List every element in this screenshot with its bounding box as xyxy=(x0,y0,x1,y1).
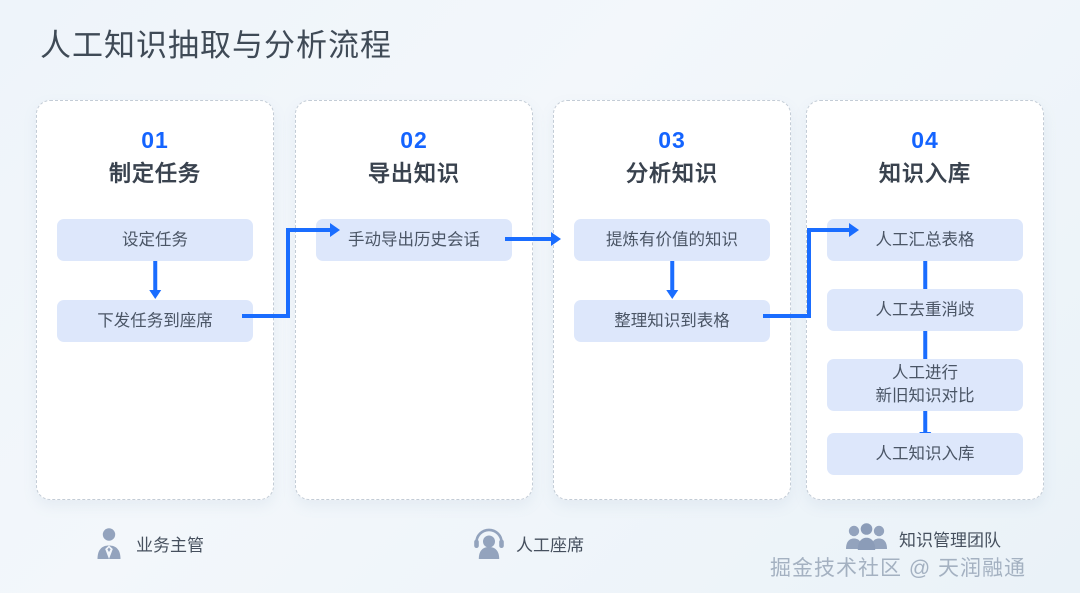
role-legend-human-agent: 人工座席 xyxy=(472,526,584,560)
step-connector-arrow xyxy=(670,261,674,291)
flow-connector-01-to-02 xyxy=(242,223,354,328)
stage-name-03: 分析知识 xyxy=(625,161,718,186)
person-suit-icon xyxy=(92,526,126,560)
stage-name-02: 导出知识 xyxy=(367,161,460,186)
step-box[interactable]: 设定任务 xyxy=(57,219,253,261)
step-box[interactable]: 人工去重消歧 xyxy=(827,289,1023,331)
stage-card-01: 01 制定任务 设定任务 下发任务到座席 xyxy=(36,100,274,500)
role-label: 知识管理团队 xyxy=(899,530,1001,550)
page-title: 人工知识抽取与分析流程 xyxy=(40,28,392,63)
headset-agent-icon xyxy=(472,526,506,560)
stage-card-04: 04 知识入库 人工汇总表格 人工去重消歧 人工进行 新旧知识对比 人工知识入库 xyxy=(806,100,1044,500)
step-box[interactable]: 手动导出历史会话 xyxy=(316,219,512,261)
role-label: 业务主管 xyxy=(136,535,204,555)
stage-card-02: 02 导出知识 手动导出历史会话 xyxy=(295,100,533,500)
step-box[interactable]: 人工进行 新旧知识对比 xyxy=(827,359,1023,411)
stage-card-03: 03 分析知识 提炼有价值的知识 整理知识到表格 xyxy=(553,100,791,500)
flow-connector-03-to-04 xyxy=(763,223,873,328)
step-connector-arrow xyxy=(153,261,157,291)
flow-connector-02-to-03 xyxy=(505,232,573,248)
role-label: 人工座席 xyxy=(516,535,584,555)
role-legend-knowledge-team: 知识管理团队 xyxy=(845,523,1001,553)
stage-number-01: 01 xyxy=(141,127,169,153)
step-box[interactable]: 提炼有价值的知识 xyxy=(574,219,770,261)
watermark: 掘金技术社区 @ 天润融通 xyxy=(770,557,1026,580)
step-box[interactable]: 下发任务到座席 xyxy=(57,300,253,342)
step-box[interactable]: 人工汇总表格 xyxy=(827,219,1023,261)
step-connector-line xyxy=(923,261,927,289)
step-box[interactable]: 整理知识到表格 xyxy=(574,300,770,342)
stage-number-04: 04 xyxy=(911,127,939,153)
stage-number-02: 02 xyxy=(400,127,428,153)
stage-name-01: 制定任务 xyxy=(108,161,201,186)
step-box[interactable]: 人工知识入库 xyxy=(827,433,1023,475)
stage-number-03: 03 xyxy=(658,127,686,153)
role-legend-business-supervisor: 业务主管 xyxy=(92,526,204,560)
step-connector-arrow xyxy=(923,411,927,433)
step-connector-line xyxy=(923,331,927,359)
people-group-icon xyxy=(845,523,889,553)
stage-name-04: 知识入库 xyxy=(878,161,971,186)
